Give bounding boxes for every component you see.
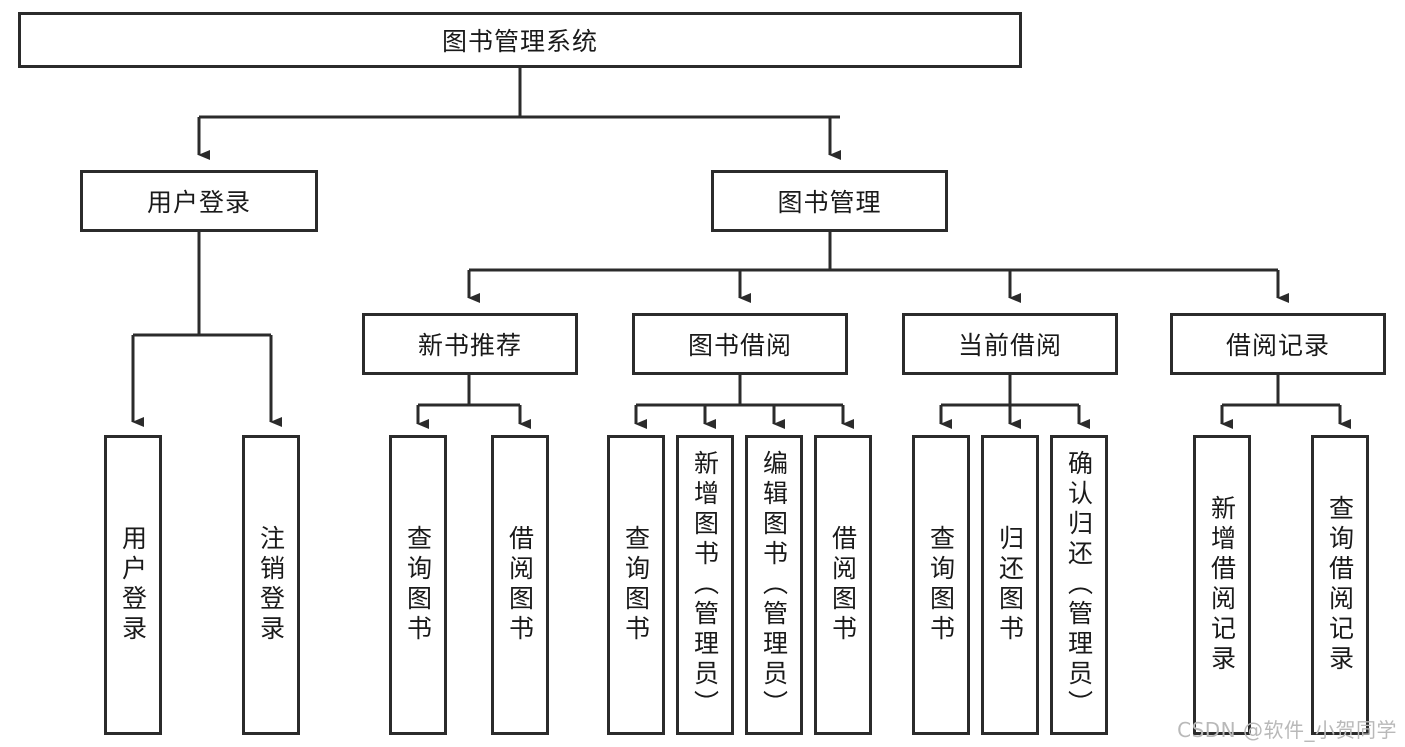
csdn-watermark: CSDN @软件_小贺同学 bbox=[1177, 718, 1397, 742]
leaf-user-login[interactable]: 用户登录 bbox=[104, 435, 162, 735]
node-label: 借阅图书 bbox=[828, 525, 858, 645]
node-label: 新书推荐 bbox=[417, 331, 522, 360]
node-label: 查询图书 bbox=[621, 525, 651, 645]
node-user-login[interactable]: 用户登录 bbox=[80, 170, 318, 232]
node-label: 借阅图书 bbox=[505, 525, 535, 645]
leaf-query-borrow-record[interactable]: 查询借阅记录 bbox=[1311, 435, 1369, 735]
node-label: 图书管理系统 bbox=[441, 27, 598, 56]
node-label: 编辑图书（管理员） bbox=[759, 450, 789, 720]
leaf-user-logout[interactable]: 注销登录 bbox=[242, 435, 300, 735]
node-label: 归还图书 bbox=[995, 525, 1025, 645]
leaf-confirm-return-admin[interactable]: 确认归还（管理员） bbox=[1050, 435, 1108, 735]
node-label: 查询借阅记录 bbox=[1325, 495, 1355, 675]
node-book-borrow[interactable]: 图书借阅 bbox=[632, 313, 848, 375]
node-new-book-recommend[interactable]: 新书推荐 bbox=[362, 313, 578, 375]
leaf-edit-book-admin[interactable]: 编辑图书（管理员） bbox=[745, 435, 803, 735]
node-label: 查询图书 bbox=[403, 525, 433, 645]
leaf-borrow-book-1[interactable]: 借阅图书 bbox=[491, 435, 549, 735]
node-label: 确认归还（管理员） bbox=[1064, 450, 1094, 720]
leaf-query-book-1[interactable]: 查询图书 bbox=[389, 435, 447, 735]
node-book-management[interactable]: 图书管理 bbox=[711, 170, 948, 232]
node-label: 当前借阅 bbox=[957, 331, 1062, 360]
node-borrow-record[interactable]: 借阅记录 bbox=[1170, 313, 1386, 375]
leaf-return-book[interactable]: 归还图书 bbox=[981, 435, 1039, 735]
node-label: 图书借阅 bbox=[687, 331, 792, 360]
node-label: 借阅记录 bbox=[1225, 331, 1330, 360]
leaf-query-book-2[interactable]: 查询图书 bbox=[607, 435, 665, 735]
leaf-borrow-book-2[interactable]: 借阅图书 bbox=[814, 435, 872, 735]
node-label: 图书管理 bbox=[777, 188, 882, 217]
leaf-add-book-admin[interactable]: 新增图书（管理员） bbox=[676, 435, 734, 735]
leaf-query-book-3[interactable]: 查询图书 bbox=[912, 435, 970, 735]
node-current-borrow[interactable]: 当前借阅 bbox=[902, 313, 1118, 375]
node-label: 用户登录 bbox=[118, 525, 148, 645]
node-label: 注销登录 bbox=[256, 525, 286, 645]
leaf-add-borrow-record[interactable]: 新增借阅记录 bbox=[1193, 435, 1251, 735]
node-label: 查询图书 bbox=[926, 525, 956, 645]
node-label: 用户登录 bbox=[146, 188, 251, 217]
node-label: 新增借阅记录 bbox=[1207, 495, 1237, 675]
node-root-book-management-system[interactable]: 图书管理系统 bbox=[18, 12, 1022, 68]
node-label: 新增图书（管理员） bbox=[690, 450, 720, 720]
